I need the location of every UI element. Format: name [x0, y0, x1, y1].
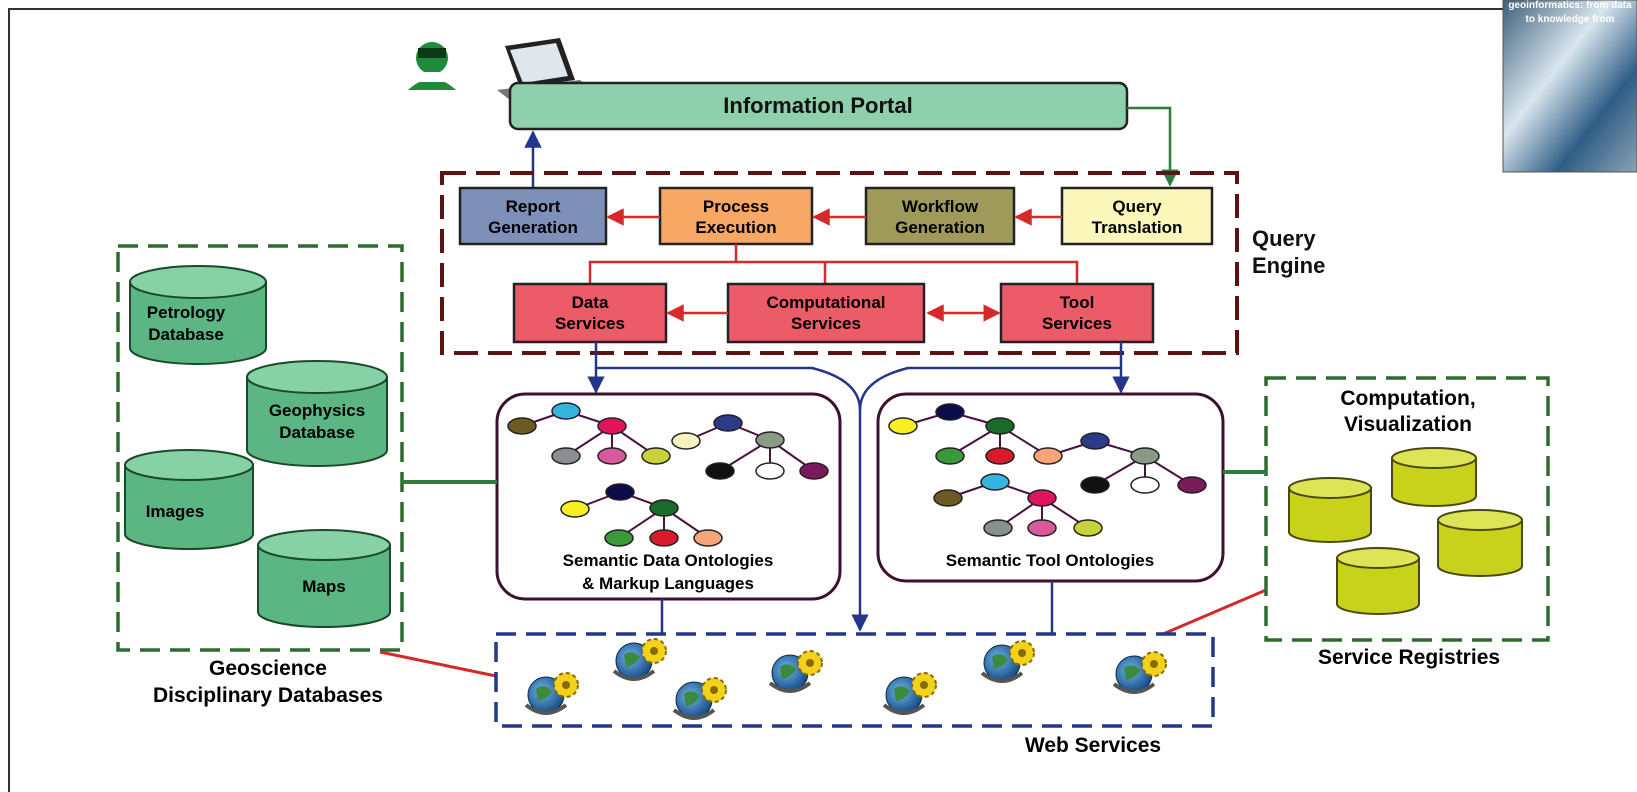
globe-gear-icon	[980, 640, 1035, 683]
data-line1: Data	[572, 293, 609, 312]
information-portal: Information Portal	[508, 81, 1129, 131]
web-service-globes	[524, 638, 1167, 720]
registries-title-line1: Computation,	[1340, 387, 1475, 410]
query-engine-line1: Query	[1252, 226, 1316, 251]
thumbnail-line1: geoinformatics: from data	[1508, 0, 1632, 11]
process-to-services-connector	[588, 244, 1079, 284]
registry-cylinders	[1288, 447, 1523, 615]
registry-cylinder	[1391, 447, 1477, 507]
report-line1: Report	[506, 197, 561, 216]
workflow-line2: Generation	[895, 218, 985, 237]
images-label: Images	[146, 502, 205, 521]
web-services-label: Web Services	[1025, 734, 1161, 757]
report-generation-box: Report Generation	[458, 186, 608, 246]
tool-line2: Services	[1042, 314, 1112, 333]
data-ontology-nodes	[507, 402, 829, 547]
query-engine-frame	[440, 171, 1239, 355]
globe-gear-icon	[612, 638, 667, 681]
globe-gear-icon	[672, 677, 727, 720]
data-box-fill	[512, 282, 668, 344]
globe-gear-icon	[882, 672, 937, 715]
tool-services-box: Tool Services	[999, 282, 1155, 344]
query-translation-box: Query Translation	[1060, 186, 1214, 246]
semantic-tool-ontologies: Semantic Tool Ontologies	[876, 392, 1225, 583]
maps-database: Maps	[257, 529, 391, 628]
registry-cylinder	[1437, 509, 1523, 577]
web-services-frame	[494, 632, 1215, 728]
process-line1: Process	[703, 197, 769, 216]
portal-to-query-arrow	[1127, 106, 1179, 187]
data-services-box: Data Services	[512, 282, 668, 344]
images-database: Images	[124, 449, 254, 550]
tool-box-fill	[999, 282, 1155, 344]
maps-label: Maps	[302, 577, 345, 596]
semantic-data-ontologies: Semantic Data Ontologies & Markup Langua…	[495, 392, 842, 601]
geophysics-line2: Database	[279, 423, 355, 442]
workflow-generation-box: Workflow Generation	[864, 186, 1016, 246]
portal-label: Information Portal	[723, 93, 912, 118]
process-execution-box: Process Execution	[658, 186, 814, 246]
geophysics-line1: Geophysics	[269, 401, 365, 420]
petrology-line1: Petrology	[147, 303, 226, 322]
databases-to-web-line	[379, 650, 497, 678]
data-ontology-line1: Semantic Data Ontologies	[563, 551, 774, 570]
thumbnail-line2: to knowledge from	[1526, 14, 1615, 25]
petrology-database: Petrology Database	[129, 265, 267, 365]
registries-to-web-line	[1162, 588, 1267, 636]
query-box-fill	[1060, 186, 1214, 246]
databases-group-line2: Disciplinary Databases	[153, 684, 383, 707]
petrology-line2: Database	[148, 325, 224, 344]
query-line2: Translation	[1092, 218, 1183, 237]
tool-ontology-label: Semantic Tool Ontologies	[946, 551, 1154, 570]
globe-gear-icon	[768, 650, 823, 693]
report-box-fill	[458, 186, 608, 246]
databases-frame	[116, 244, 404, 652]
databases-group-line1: Geoscience	[209, 657, 327, 680]
globe-gear-icon	[524, 672, 579, 715]
tool-branch-connector	[858, 366, 1121, 411]
computational-services-box: Computational Services	[726, 282, 926, 344]
tool-line1: Tool	[1060, 293, 1095, 312]
registries-title-line2: Visualization	[1344, 413, 1472, 436]
data-line2: Services	[555, 314, 625, 333]
page-frame	[8, 8, 1633, 792]
globe-gear-icon	[1112, 651, 1167, 694]
tool-ontology-frame	[876, 392, 1225, 583]
process-line2: Execution	[695, 218, 776, 237]
query-line1: Query	[1112, 197, 1162, 216]
workflow-line1: Workflow	[902, 197, 979, 216]
user-icon	[408, 42, 456, 90]
data-ontology-line2: & Markup Languages	[582, 574, 754, 593]
tool-ontology-nodes	[888, 403, 1207, 537]
report-line2: Generation	[488, 218, 578, 237]
geophysics-database: Geophysics Database	[246, 360, 388, 467]
computational-line2: Services	[791, 314, 861, 333]
query-engine-line2: Engine	[1252, 253, 1325, 278]
registry-cylinder	[1288, 477, 1372, 543]
earth-thumbnail: geoinformatics: from data to knowledge f…	[1502, 0, 1637, 173]
registries-label: Service Registries	[1318, 646, 1500, 669]
registry-cylinder	[1336, 547, 1420, 615]
computational-line1: Computational	[767, 293, 886, 312]
